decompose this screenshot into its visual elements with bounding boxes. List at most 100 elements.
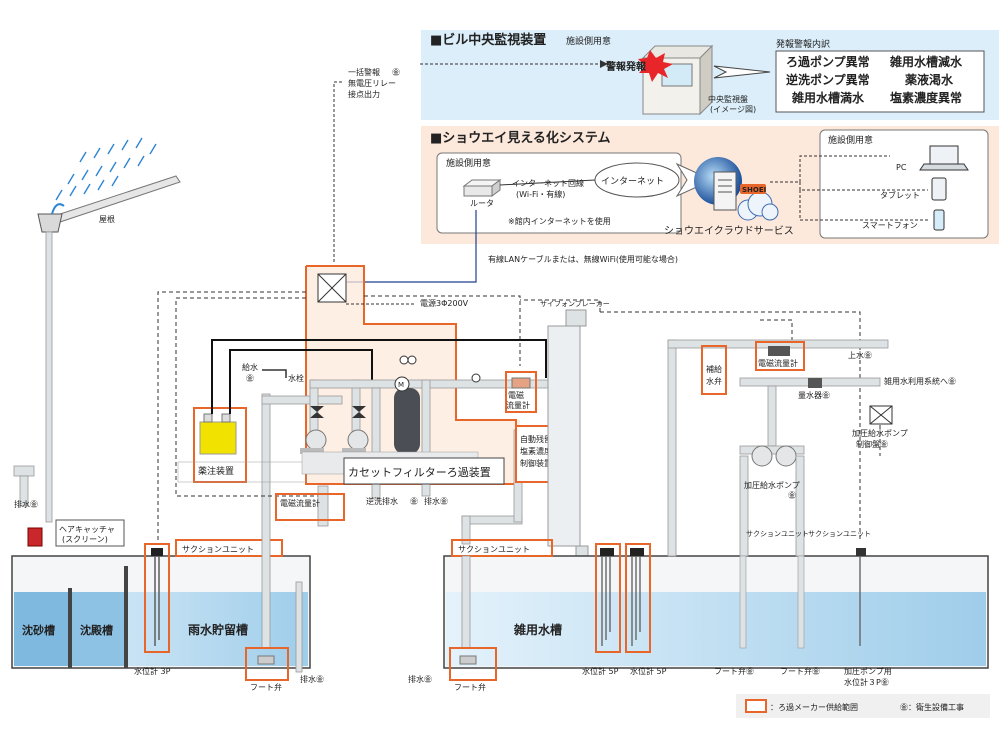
device-label: タブレット [880,190,920,200]
level-5p-label: 水位計 5P [582,666,619,676]
hair-catcher-label: ヘアキャッチャ [59,525,115,534]
power-label: 電源3Φ200V [420,299,469,308]
filter-vessel-icon [394,388,420,454]
rain-icon [55,137,157,201]
siphon-label: サイフォンブレーカー [540,299,610,308]
alarm-item: ろ過ポンプ異常 [786,54,870,69]
supply-range-box [144,543,170,653]
control-wiring [157,291,881,540]
siphon-column [547,325,581,547]
booster-panel-label: 加圧給水ポンプ [852,428,908,438]
suction-pipe [261,393,271,649]
level-5p-label: 水位計 5P [630,666,667,676]
device-link-line [770,155,890,183]
drain-label: 排水㊎ [300,674,324,684]
makeup-valve-label-2: 水弁 [706,376,722,386]
tablet-icon [931,177,947,201]
svg-text:㊎: ㊎ [246,374,254,383]
filter-pump-icon [300,429,369,454]
alarm-list-title: 発報警報内訳 [776,38,830,50]
suction-unit-label: サクションユニット [182,545,254,554]
router-label: ルータ [470,199,494,208]
alarm-item: 逆洗ポンプ異常 [786,72,870,87]
relay-note: 無電圧リレー [348,78,396,88]
makeup-valve-label: 補給 [706,364,722,374]
lan-note: 有線LANケーブルまたは、無線WiFi(使用可能な場合) [488,254,678,264]
downspout-pipe [45,231,53,523]
device-label: スマートフォン [862,221,918,230]
visualization-title: ■ショウエイ見える化システム [430,130,611,146]
internet-line-label-2: (Wi-Fi・有線) [516,189,565,199]
chlorine-label: 塩素濃度 [520,446,552,456]
shoei-logo [740,184,766,194]
central-monitor-subtitle: 施設側用意 [566,35,611,47]
supply-range-box [175,539,283,557]
internet-label: インターネット [601,176,664,187]
em-flow-inline-label: 電磁流量計 [758,358,798,368]
motor-icon [394,376,410,392]
pc-icon [919,145,969,171]
svg-text:M: M [398,381,404,389]
rain-tank-label: 雨水貯留槽 [188,622,248,637]
upper-water-label: 上水㊎ [848,350,872,360]
dosing-line [211,339,547,414]
dosing-line [229,349,373,414]
em-flow-label-2: 流量計 [506,400,530,410]
alarm-text: 警報発報 [605,60,647,73]
svg-text:㊎: ㊎ [410,497,418,506]
inhouse-note: ※館内インターネットを使用 [508,216,611,226]
to-gray-label: 雑用水利用系統へ㊎ [884,376,956,386]
chemical-label: 薬注装置 [198,465,234,477]
supply-range-box [595,543,621,653]
foot-valve-label: フート弁 [250,682,282,692]
cloud-service-label: ショウエイクラウドサービス [664,225,794,237]
valve-icon [310,406,366,418]
alarm-item: 雑用水槽満水 [791,90,865,105]
water-supply-label: 給水 [242,362,258,372]
booster-pump-icon [751,445,773,467]
facility-label: 施設側用意 [446,157,491,169]
booster-pump-label: 加圧給水ポンプ [744,480,800,490]
foot-valve-label: フート弁㊎ [714,666,754,676]
internet-line-label: インターネット回線 [512,178,584,188]
backwash-drain-label: 逆洗排水 [366,496,398,506]
alarm-burst-icon [638,50,673,82]
legend-swatch [745,699,767,713]
server-icon [713,171,737,211]
alarm-list-box [775,50,985,113]
drain-label: 排水㊎ [408,674,432,684]
suction-small-label: サクションユニット [808,530,871,538]
alarm-item: 雑用水槽減水 [889,54,963,69]
alarm-arrow [713,65,771,79]
foot-valve-label: フート弁㊎ [780,666,820,676]
filter-label-box [343,457,505,485]
gray-tank-label: 雑用水槽 [513,622,562,637]
suction-small-label: サクションユニット [746,530,809,538]
hair-catcher-box [55,519,125,547]
device-label: PC [896,163,907,172]
supply-range-box [245,647,289,681]
faucet-label: 水栓 [288,373,304,383]
level-3p-label: 水位計 3P [134,666,171,676]
drain-label: 排水㊎ [424,496,448,506]
cloud-icon [737,191,779,221]
legend-sanitary-label: ㊎：衛生設備工事 [900,702,964,712]
chemical-tank-icon [199,421,237,455]
booster-level-label: 加圧ポンプ用 [844,666,892,676]
supply-range-box [275,493,345,521]
supply-range-box [755,341,805,371]
chlorine-label: 自動残留 [520,434,552,444]
panel-caption: 中央監視盤 [708,94,748,104]
supply-range-box [505,371,537,413]
arrow-icon [600,60,608,68]
devices-title: 施設側用意 [828,134,873,146]
booster-level-label-2: 水位計３P㊎ [844,677,889,687]
legend-box [736,694,990,718]
lan-cable-line [347,210,477,283]
smartphone-icon [933,209,945,231]
link-line [499,179,596,186]
relay-note: 一括警報 [348,67,380,77]
roof-label: 屋根 [99,214,115,224]
suction-unit-label: サクションユニット [458,545,530,554]
